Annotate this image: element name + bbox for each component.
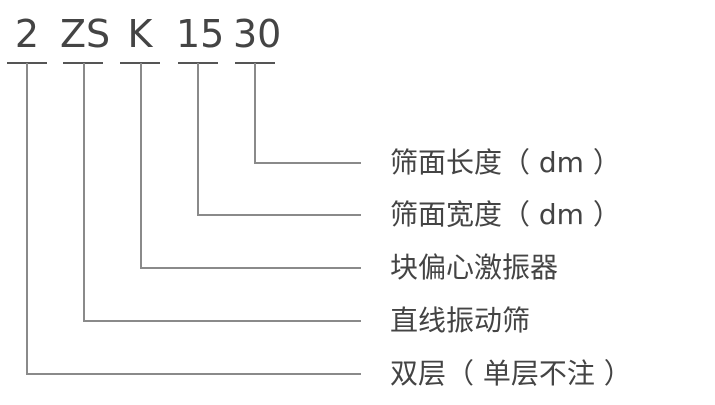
connector-vertical-layers: [26, 63, 28, 375]
connector-horizontal-type: [83, 320, 361, 322]
code-segment-width: 15: [176, 12, 225, 56]
label-linear-vibrating-screen: 直线振动筛: [390, 304, 531, 337]
connector-vertical-length: [254, 63, 256, 164]
connector-horizontal-width: [197, 214, 361, 216]
connector-horizontal-layers: [26, 373, 361, 375]
label-screen-width: 筛面宽度（ dm ）: [390, 198, 621, 231]
connector-vertical-type: [83, 63, 85, 322]
label-screen-length: 筛面长度（ dm ）: [390, 146, 621, 179]
connector-vertical-width: [197, 63, 199, 216]
code-segment-layers: 2: [14, 12, 40, 56]
connector-horizontal-length: [254, 162, 361, 164]
connector-horizontal-exciter: [140, 267, 361, 269]
connector-vertical-exciter: [140, 63, 142, 269]
label-block-eccentric-exciter: 块偏心激振器: [390, 251, 559, 284]
label-double-layer: 双层（ 单层不注 ）: [390, 357, 632, 390]
code-segment-type: ZS: [60, 12, 111, 56]
code-segment-length: 30: [233, 12, 282, 56]
code-segment-exciter: K: [127, 12, 153, 56]
